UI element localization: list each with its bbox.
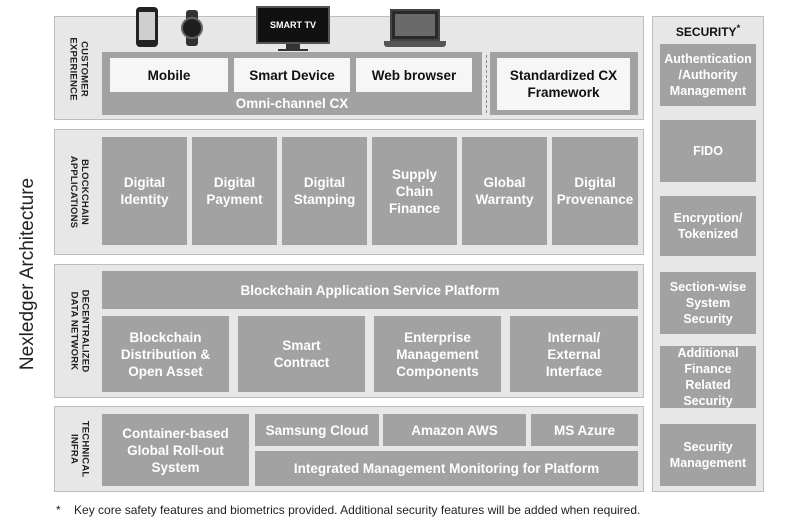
supply-chain-finance-box: Supply Chain Finance: [372, 137, 457, 245]
global-warranty-box: Global Warranty: [462, 137, 547, 245]
security-title: SECURITY*: [675, 23, 741, 39]
standardized-cx-framework-box: Standardized CX Framework: [497, 58, 630, 110]
additional-finance-security-box: Additional Finance Related Security: [660, 346, 756, 408]
smartphone-icon: [136, 7, 158, 47]
layer-label-infra: TECHNICAL INFRA: [68, 420, 91, 478]
digital-stamping-box: Digital Stamping: [282, 137, 367, 245]
layer-label-apps: BLOCKCHAIN APPLICATIONS: [68, 155, 91, 229]
smart-device-box: Smart Device: [234, 58, 350, 92]
smart-contract-box: Smart Contract: [238, 316, 365, 392]
layer-label-network: DECENTRALIZED DATA NETWORK: [68, 289, 91, 373]
mobile-box: Mobile: [110, 58, 228, 92]
diagram-title: Nexledger Architecture: [17, 177, 38, 371]
digital-payment-box: Digital Payment: [192, 137, 277, 245]
smart-tv-text: SMART TV: [270, 20, 316, 30]
digital-identity-box: Digital Identity: [102, 137, 187, 245]
omni-channel-label: Omni-channel CX: [235, 96, 349, 111]
blockchain-distribution-box: Blockchain Distribution & Open Asset: [102, 316, 229, 392]
container-rollout-box: Container-based Global Roll-out System: [102, 414, 249, 486]
enterprise-management-box: Enterprise Management Components: [374, 316, 501, 392]
smartwatch-icon: [180, 10, 204, 46]
samsung-cloud-box: Samsung Cloud: [255, 414, 379, 446]
integrated-monitoring-box: Integrated Management Monitoring for Pla…: [255, 451, 638, 486]
smart-tv-icon: SMART TV: [256, 6, 330, 51]
footnote-mark: *: [56, 503, 61, 517]
web-browser-box: Web browser: [356, 58, 472, 92]
footnote-text: Key core safety features and biometrics …: [74, 503, 641, 517]
footnote: * Key core safety features and biometric…: [56, 503, 640, 517]
amazon-aws-box: Amazon AWS: [383, 414, 526, 446]
encryption-box: Encryption/ Tokenized: [660, 196, 756, 256]
fido-box: FIDO: [660, 120, 756, 182]
laptop-icon: [384, 9, 446, 49]
security-management-box: Security Management: [660, 424, 756, 486]
security-title-mark: *: [736, 23, 741, 33]
section-system-security-box: Section-wise System Security: [660, 272, 756, 334]
authentication-box: Authentication /Authority Management: [660, 44, 756, 106]
dashed-divider: [486, 55, 487, 113]
layer-label-cx: CUSTOMER EXPERIENCE: [68, 37, 91, 101]
blockchain-service-platform-box: Blockchain Application Service Platform: [102, 271, 638, 309]
ms-azure-box: MS Azure: [531, 414, 638, 446]
internal-external-interface-box: Internal/ External Interface: [510, 316, 638, 392]
digital-provenance-box: Digital Provenance: [552, 137, 638, 245]
